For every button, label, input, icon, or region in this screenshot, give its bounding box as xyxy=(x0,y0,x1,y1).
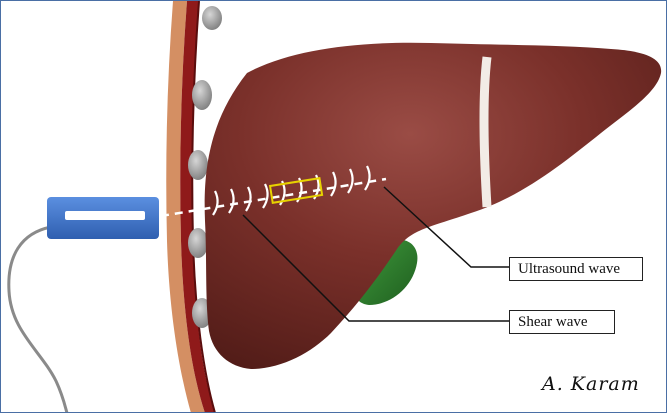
rib-2 xyxy=(192,80,212,110)
falciform-ligament xyxy=(484,57,487,207)
probe-cable xyxy=(9,227,67,412)
ultrasound-wave-label: Ultrasound wave xyxy=(509,257,643,281)
author-signature: A. Karam xyxy=(542,373,640,395)
rib-4 xyxy=(188,228,208,258)
probe-window xyxy=(65,211,145,220)
shear-wave-label: Shear wave xyxy=(509,310,615,334)
rib-1 xyxy=(202,6,222,30)
rib-3 xyxy=(188,150,208,180)
